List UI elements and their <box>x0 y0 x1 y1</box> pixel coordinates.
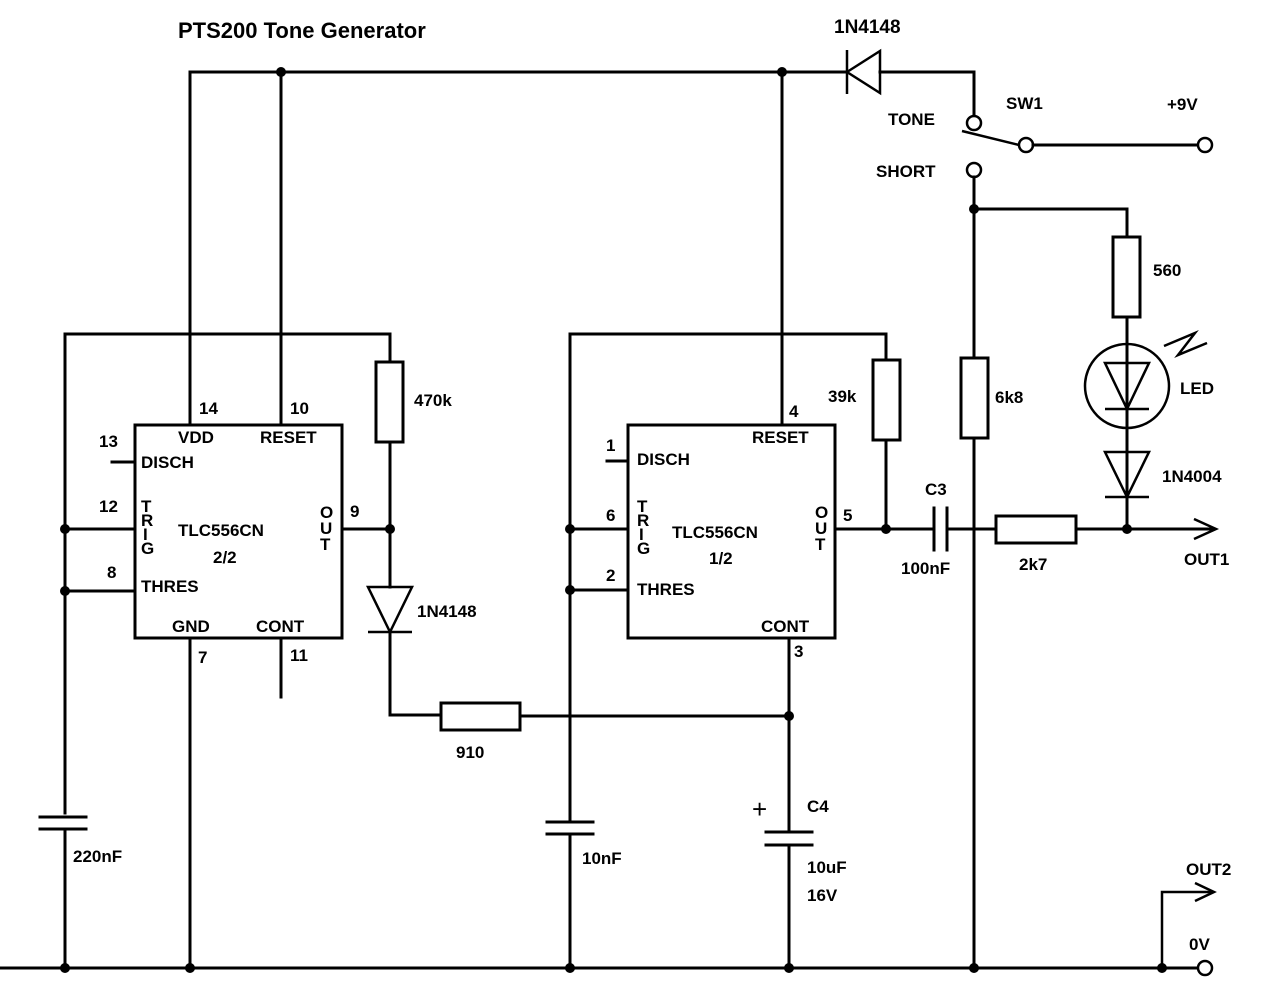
ic2-pin-number: 2 <box>606 566 615 585</box>
switch-tone-label: TONE <box>888 110 935 129</box>
switch-sw1[interactable]: SW1 TONE SHORT +9V <box>876 94 1214 181</box>
r-910-label: 910 <box>456 743 484 762</box>
ic1-cont-pin-name: CONT <box>256 617 305 636</box>
r-2k7-label: 2k7 <box>1019 555 1047 574</box>
ic1-pin-number: 10 <box>290 399 309 418</box>
switch-contact-short <box>965 161 983 179</box>
out2-port: OUT2 <box>1160 860 1231 968</box>
led-label: LED <box>1180 379 1214 398</box>
ic1-out-letter: O <box>320 503 333 522</box>
ic2-pin-number: 6 <box>606 506 615 525</box>
ic1-pin-number: 7 <box>198 648 207 667</box>
ic1-pin-number: 14 <box>199 399 218 418</box>
c4-ref-label: C4 <box>807 797 829 816</box>
c3-ref-label: C3 <box>925 480 947 499</box>
out1-port: OUT1 <box>1184 517 1229 569</box>
ic2-out-letter: U <box>815 519 827 538</box>
ic2-thres-pin-name: THRES <box>637 580 695 599</box>
r-560-label: 560 <box>1153 261 1181 280</box>
c-220nf-label: 220nF <box>73 847 122 866</box>
ic1-pin-number: 12 <box>99 497 118 516</box>
out2-label: OUT2 <box>1186 860 1231 879</box>
capacitor-10nf: 10nF <box>545 820 622 868</box>
ic2-trig-letter: G <box>637 539 650 558</box>
short-branch <box>969 175 1129 970</box>
gnd-label: 0V <box>1189 935 1210 954</box>
switch-lever[interactable] <box>961 129 1020 147</box>
ic1-pin-number: 8 <box>107 563 116 582</box>
c4-value-label: 10uF <box>807 858 847 877</box>
r-39k-label: 39k <box>828 387 857 406</box>
ic1-out-letter: U <box>320 519 332 538</box>
ic2-pin-number: 1 <box>606 436 615 455</box>
ic1-unit-label: 2/2 <box>213 548 237 567</box>
diode-mid-label: 1N4148 <box>417 602 477 621</box>
ic2-out-letter: O <box>815 503 828 522</box>
ic2-pin-number: 5 <box>843 506 852 525</box>
ic1-pin-number: 13 <box>99 432 118 451</box>
ic1-pin-number: 11 <box>290 646 308 665</box>
resistor-6k8: 6k8 <box>959 356 1023 440</box>
resistor-910: 910 <box>439 701 794 762</box>
ic1-trig-letter: I <box>143 525 148 544</box>
ic2-pin-number: 4 <box>789 402 799 421</box>
ic1-trig-letter: G <box>141 539 154 558</box>
c-10nf-label: 10nF <box>582 849 622 868</box>
ic1-trig-letter: R <box>141 511 153 530</box>
ic2-disch-pin-name: DISCH <box>637 450 690 469</box>
capacitor-c4: + C4 10uF 16V <box>752 794 847 905</box>
ic1-pin-number: 9 <box>350 502 359 521</box>
led-light-arrows <box>1163 330 1208 358</box>
resistor-39k: 39k <box>828 358 902 442</box>
switch-short-label: SHORT <box>876 162 936 181</box>
capacitor-c3: C3 100nF <box>901 480 998 578</box>
ic2-trig-letter: R <box>637 511 649 530</box>
vplus-label: +9V <box>1167 95 1198 114</box>
ic2-trig-letter: I <box>639 525 644 544</box>
ic1-thres-pin-name: THRES <box>141 577 199 596</box>
switch-contact-tone <box>965 114 983 132</box>
capacitor-220nf: 220nF <box>38 815 122 866</box>
ic2-out-letter: T <box>815 535 826 554</box>
r-6k8-label: 6k8 <box>995 388 1023 407</box>
vcc-rail <box>188 67 849 434</box>
c4-voltage-label: 16V <box>807 886 838 905</box>
resistor-470k: 470k <box>374 360 452 444</box>
ic2-trig-letter: T <box>637 497 648 516</box>
ic2-tlc556-1of2: RESET DISCH T R I G THRES O U T CONT TLC… <box>605 402 852 661</box>
r-470k-label: 470k <box>414 391 452 410</box>
diode-1n4004: 1N4004 <box>1102 450 1222 500</box>
ground-rail: 0V <box>0 935 1214 977</box>
vplus-terminal <box>1196 136 1214 154</box>
ic1-timing-network <box>60 332 395 970</box>
ic1-reset-pin-name: RESET <box>260 428 317 447</box>
diode-top-label: 1N4148 <box>834 17 901 38</box>
schematic-title: PTS200 Tone Generator <box>178 18 426 43</box>
diode-1n4004-label: 1N4004 <box>1162 467 1222 486</box>
ic1-tlc556-2of2: VDD RESET DISCH T R I G THRES O U T GND … <box>99 399 359 699</box>
ic1-out-letter: T <box>320 535 331 554</box>
ic2-timing-network <box>565 332 934 970</box>
gnd-terminal <box>1196 959 1214 977</box>
switch-ref-label: SW1 <box>1006 94 1043 113</box>
ic2-pin-number: 3 <box>794 642 803 661</box>
c4-polarity-plus: + <box>752 794 767 824</box>
diode-1n4148-mid: 1N4148 <box>365 585 477 717</box>
ic2-cont-pin-name: CONT <box>761 617 810 636</box>
ic1-gnd-pin-name: GND <box>172 617 210 636</box>
ic2-unit-label: 1/2 <box>709 549 733 568</box>
ic1-vdd-pin-name: VDD <box>178 428 214 447</box>
ic1-trig-letter: T <box>141 497 152 516</box>
c3-value-label: 100nF <box>901 559 950 578</box>
ic1-disch-pin-name: DISCH <box>141 453 194 472</box>
out1-label: OUT1 <box>1184 550 1229 569</box>
resistor-2k7: 2k7 <box>994 514 1216 574</box>
ic2-reset-pin-name: RESET <box>752 428 809 447</box>
led: LED <box>1083 330 1214 430</box>
ic1-part-label: TLC556CN <box>178 521 264 540</box>
diode-1n4148-top: 1N4148 <box>834 17 976 119</box>
ic2-part-label: TLC556CN <box>672 523 758 542</box>
switch-common <box>1017 136 1035 154</box>
